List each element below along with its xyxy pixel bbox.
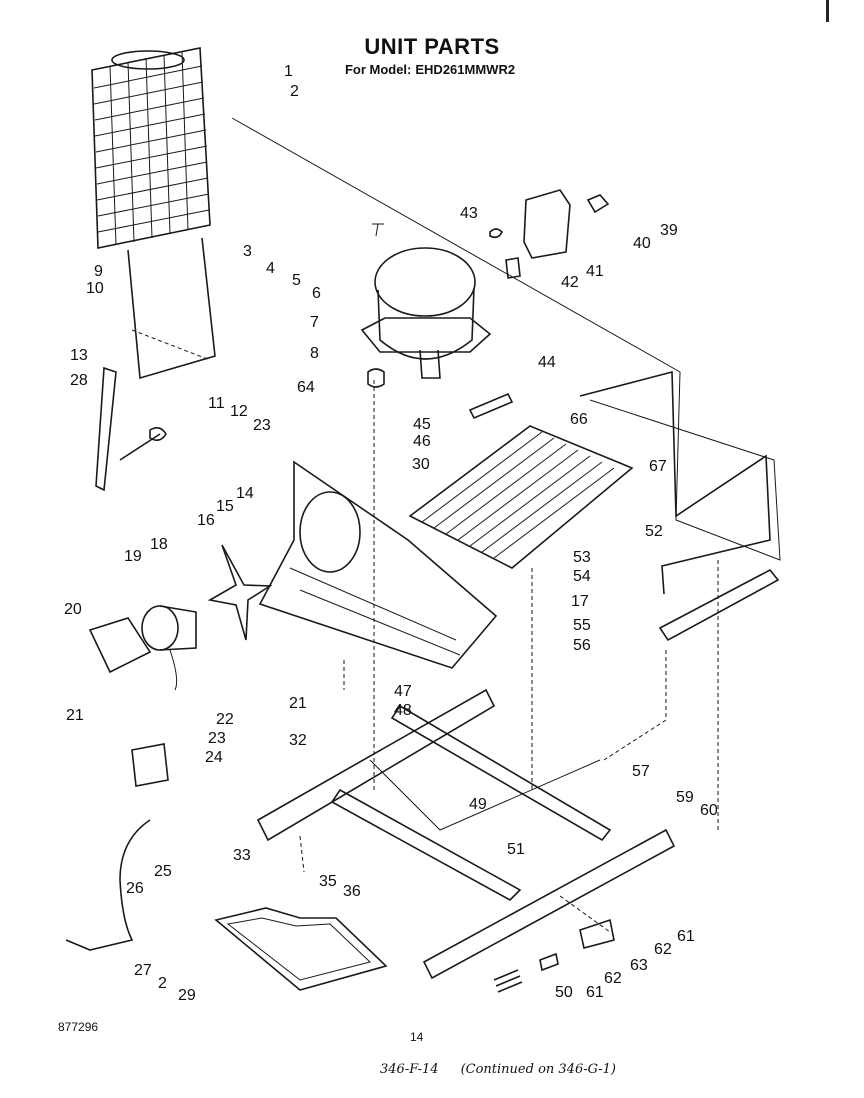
part-number-43: 43 <box>460 205 478 222</box>
spring <box>493 969 523 993</box>
part-number-9: 9 <box>94 263 103 280</box>
part-number-15: 15 <box>216 498 234 515</box>
part-number-60: 60 <box>700 802 718 819</box>
part-number-23: 23 <box>253 417 271 434</box>
part-number-52: 52 <box>645 523 663 540</box>
part-number-49: 49 <box>469 796 487 813</box>
relay-cover <box>489 189 610 279</box>
relay-bracket <box>131 743 169 787</box>
part-number-21: 21 <box>66 707 84 724</box>
part-number-54: 54 <box>573 568 591 585</box>
part-number-4: 4 <box>266 260 275 277</box>
page-edge-mark <box>826 0 829 22</box>
part-number-18: 18 <box>150 536 168 553</box>
model-number: EHD261MMWR2 <box>415 62 516 77</box>
part-number-51: 51 <box>507 841 525 858</box>
part-number-8: 8 <box>310 345 319 362</box>
part-number-24: 24 <box>205 749 223 766</box>
part-number-25: 25 <box>154 863 172 880</box>
model-prefix: For Model: <box>344 62 412 77</box>
part-number-63: 63 <box>630 957 648 974</box>
page-number: 14 <box>410 1030 424 1044</box>
handwritten-continued: (Continued on 346-G-1) <box>460 1062 616 1077</box>
part-number-56: 56 <box>573 637 591 654</box>
part-number-67: 67 <box>649 458 667 475</box>
part-number-2: 2 <box>290 83 299 100</box>
refrigerant-line <box>231 117 781 561</box>
alignment-lines <box>299 380 719 933</box>
thermostat-probe <box>119 426 167 461</box>
drawing-code: 877296 <box>58 1020 99 1034</box>
fan-motor <box>88 605 197 691</box>
part-number-61: 61 <box>677 928 695 945</box>
compressor <box>360 223 492 388</box>
part-number-7: 7 <box>310 314 319 331</box>
part-number-40: 40 <box>633 235 651 252</box>
part-number-28: 28 <box>70 372 88 389</box>
power-cord <box>65 819 151 951</box>
harness-clip <box>95 366 117 492</box>
part-number-11: 11 <box>208 395 225 412</box>
fan-shroud <box>258 460 498 669</box>
fan-blade <box>207 544 273 641</box>
part-number-32: 32 <box>289 732 307 749</box>
part-number-39: 39 <box>660 222 678 239</box>
part-number-16: 16 <box>197 512 215 529</box>
part-number-47: 47 <box>394 683 412 700</box>
part-number-42: 42 <box>561 274 579 291</box>
part-number-62: 62 <box>604 970 622 987</box>
part-number-13: 13 <box>70 347 88 364</box>
part-number-23: 23 <box>208 730 226 747</box>
part-number-1: 1 <box>284 63 293 80</box>
part-number-29: 29 <box>178 987 196 1004</box>
part-number-62: 62 <box>654 941 672 958</box>
part-number-46: 46 <box>413 433 431 450</box>
part-number-44: 44 <box>538 354 556 371</box>
discharge-tube <box>579 370 771 595</box>
part-number-53: 53 <box>573 549 591 566</box>
defrost-heater <box>127 237 216 380</box>
part-number-17: 17 <box>571 593 589 610</box>
drain-bracket <box>658 568 780 642</box>
part-number-19: 19 <box>124 548 142 565</box>
part-number-33: 33 <box>233 847 251 864</box>
part-number-20: 20 <box>64 601 82 618</box>
handwritten-ref: 346-F-14 <box>380 1062 439 1077</box>
page-title: UNIT PARTS <box>364 34 500 59</box>
part-number-10: 10 <box>86 280 104 297</box>
condenser <box>408 392 634 569</box>
part-number-41: 41 <box>586 263 604 280</box>
part-number-48: 48 <box>394 702 412 719</box>
part-number-2: 2 <box>158 975 167 992</box>
part-number-50: 50 <box>555 984 573 1001</box>
valve-fitting <box>579 918 615 949</box>
evaporator-coil <box>91 47 211 249</box>
part-number-55: 55 <box>573 617 591 634</box>
drain-pan <box>214 907 388 991</box>
part-number-36: 36 <box>343 883 361 900</box>
part-number-22: 22 <box>216 711 234 728</box>
part-number-35: 35 <box>319 873 337 890</box>
valve-cap <box>539 952 559 972</box>
model-subtitle: For Model:EHD261MMWR2 <box>0 62 864 77</box>
part-number-30: 30 <box>412 456 430 473</box>
part-number-3: 3 <box>243 243 252 260</box>
part-number-61: 61 <box>586 984 604 1001</box>
part-number-12: 12 <box>230 403 248 420</box>
part-number-21: 21 <box>289 695 307 712</box>
part-number-6: 6 <box>312 285 321 302</box>
handwritten-note: 346-F-14 (Continued on 346-G-1) <box>380 1062 638 1077</box>
part-number-26: 26 <box>126 880 144 897</box>
part-number-64: 64 <box>297 379 315 396</box>
part-number-27: 27 <box>134 962 152 979</box>
part-number-59: 59 <box>676 789 694 806</box>
part-number-5: 5 <box>292 272 301 289</box>
part-number-57: 57 <box>632 763 650 780</box>
part-number-66: 66 <box>570 411 588 428</box>
part-number-14: 14 <box>236 485 254 502</box>
part-number-45: 45 <box>413 416 431 433</box>
base-frame <box>256 688 676 980</box>
